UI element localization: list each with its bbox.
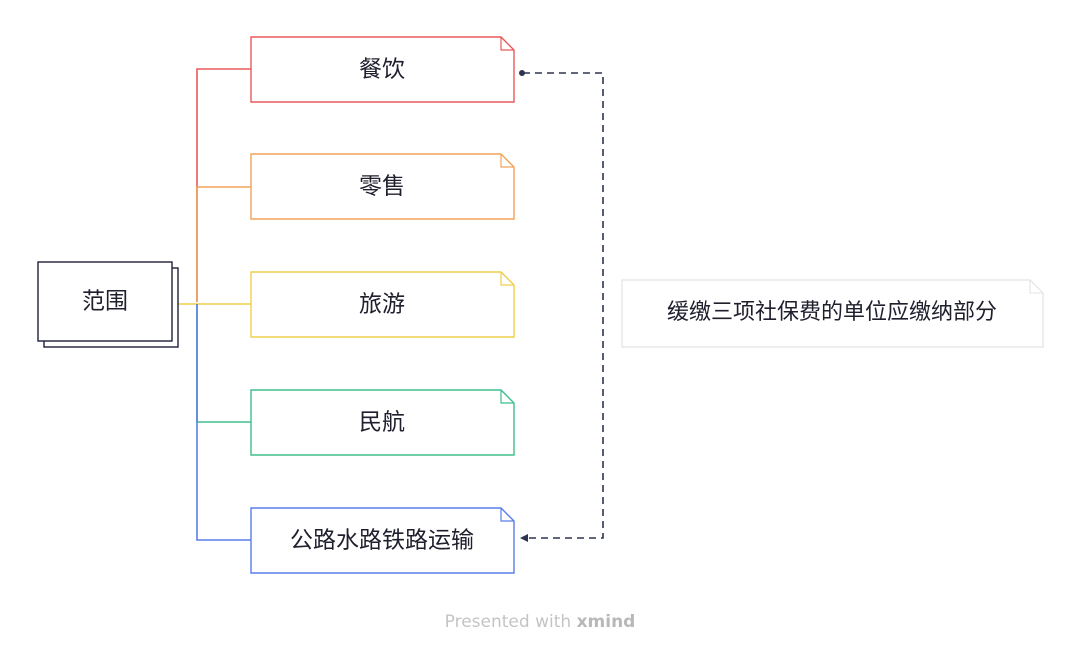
branch-connectors xyxy=(178,68,251,541)
xmind-brand-logo: xmind xyxy=(576,612,636,632)
relationship-start-dot xyxy=(519,70,525,76)
footer-credit: Presented with xmind xyxy=(0,612,1080,632)
branch-fold-catering xyxy=(500,37,514,51)
branch-box-tourism xyxy=(250,271,515,338)
branch-box-transport xyxy=(250,507,515,574)
branch-label-aviation: 民航 xyxy=(359,410,405,436)
branch-label-tourism: 旅游 xyxy=(359,292,405,318)
note-box xyxy=(621,279,1044,348)
branch-box-catering xyxy=(250,36,515,103)
note-topic[interactable]: 缓缴三项社保费的单位应缴纳部分 xyxy=(621,279,1044,348)
relationship-arrow-icon xyxy=(520,534,528,542)
note-label: 缓缴三项社保费的单位应缴纳部分 xyxy=(667,300,997,325)
branch-label-retail: 零售 xyxy=(359,174,405,200)
relationship-line xyxy=(523,72,604,539)
branch-box-retail xyxy=(250,153,515,220)
root-topic[interactable]: 范围 xyxy=(37,261,179,348)
branch-topic-aviation[interactable]: 民航 xyxy=(250,389,515,456)
branch-box-aviation xyxy=(250,389,515,456)
connector-transport xyxy=(196,304,251,541)
relationship-connector[interactable] xyxy=(519,70,604,542)
branch-label-catering: 餐饮 xyxy=(359,57,405,83)
branch-topic-transport[interactable]: 公路水路铁路运输 xyxy=(250,507,515,574)
branch-label-transport: 公路水路铁路运输 xyxy=(290,528,474,554)
root-topic-box xyxy=(37,261,173,342)
connector-catering xyxy=(196,68,251,302)
note-fold xyxy=(1029,280,1043,294)
connector-retail xyxy=(196,186,251,302)
branch-fold-tourism xyxy=(500,272,514,286)
branch-fold-aviation xyxy=(500,390,514,404)
branch-fold-transport xyxy=(500,508,514,522)
connector-aviation xyxy=(196,304,251,423)
branch-topic-tourism[interactable]: 旅游 xyxy=(250,271,515,338)
root-topic-label: 范围 xyxy=(82,289,128,315)
branch-fold-retail xyxy=(500,154,514,168)
branch-topic-retail[interactable]: 零售 xyxy=(250,153,515,220)
footer-prefix: Presented with xyxy=(444,612,572,632)
branch-topic-catering[interactable]: 餐饮 xyxy=(250,36,515,103)
